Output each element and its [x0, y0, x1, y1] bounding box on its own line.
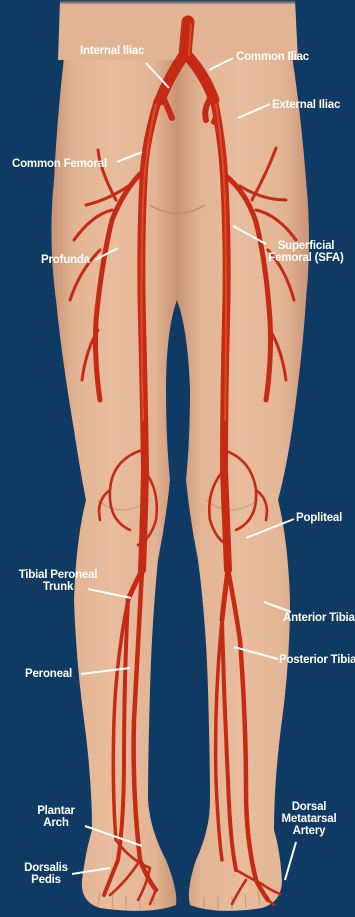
label-dorsal-metatarsal-artery: Dorsal Metatarsal Artery	[272, 801, 346, 837]
label-tibial-peroneal-trunk: Tibial Peroneal Trunk	[12, 569, 104, 593]
label-plantar-arch: Plantar Arch	[28, 805, 84, 829]
label-superficial-femoral: Superficial Femoral (SFA)	[262, 240, 350, 264]
label-common-femoral: Common Femoral	[12, 158, 107, 170]
label-external-iliac: External Iliac	[272, 99, 340, 111]
label-internal-iliac: Internal Iliac	[80, 45, 144, 57]
label-anterior-tibial: Anterior Tibial	[283, 612, 355, 624]
label-dorsalis-pedis: Dorsalis Pedis	[20, 862, 72, 886]
leader-dorsal-metatarsal	[285, 842, 296, 880]
label-peroneal: Peroneal	[25, 668, 72, 680]
label-posterior-tibial: Posterior Tibial	[279, 654, 355, 666]
label-profunda: Profunda	[41, 254, 90, 266]
label-popliteal: Popliteal	[296, 512, 342, 524]
legs-silhouette	[51, 0, 309, 911]
label-common-iliac: Common Iliac	[236, 51, 309, 63]
